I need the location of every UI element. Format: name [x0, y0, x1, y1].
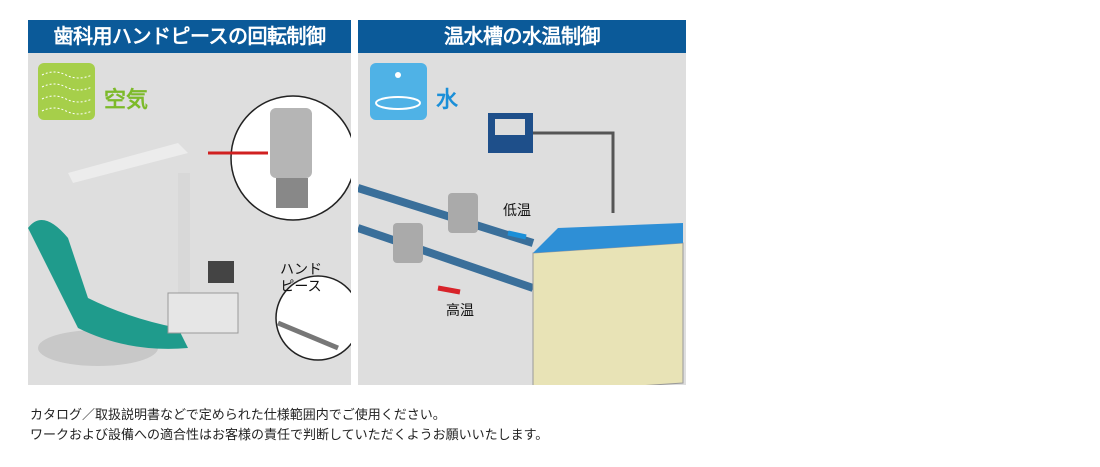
- water-tank-panel: 温水槽の水温制御 水 低温 高温: [358, 20, 686, 385]
- dental-panel-title: 歯科用ハンドピースの回転制御: [28, 20, 351, 53]
- dental-panel: 歯科用ハンドピースの回転制御 空気 ハンド ピース: [28, 20, 351, 385]
- water-label: 水: [436, 88, 459, 113]
- air-icon: [38, 63, 95, 120]
- usage-note-1: カタログ／取扱説明書などで定められた仕様範囲内でご使用ください。: [30, 408, 446, 423]
- high-temp-label: 高温: [446, 303, 474, 319]
- dental-chair-illustration: [28, 63, 351, 366]
- water-tank-illustration: [358, 63, 684, 385]
- low-temp-label: 低温: [503, 203, 531, 219]
- usage-note-2: ワークおよび設備への適合性はお客様の責任で判断していただくようお願いいたします。: [30, 428, 549, 443]
- handpiece-label: ハンド ピース: [280, 262, 322, 295]
- water-tank-panel-title: 温水槽の水温制御: [358, 20, 686, 53]
- air-label: 空気: [104, 88, 149, 113]
- water-icon: [370, 63, 427, 120]
